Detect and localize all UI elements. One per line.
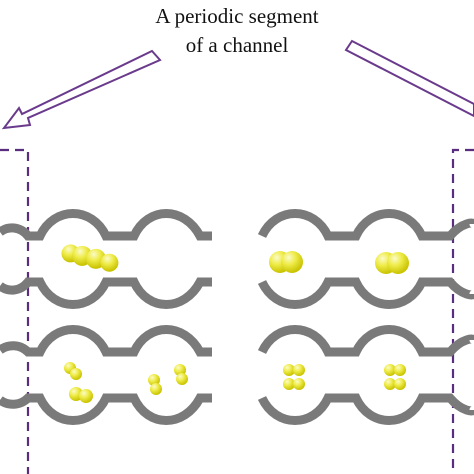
channel-walls <box>0 209 474 425</box>
annotation-line-2: of a channel <box>185 33 289 57</box>
dimer-molecule-icon <box>384 378 406 390</box>
dimer-molecule-icon <box>69 387 93 403</box>
annotation-label: A periodic segment of a channel <box>0 2 474 60</box>
dimer-molecule-icon <box>283 378 305 390</box>
hollow-arrow-icon <box>1 49 162 130</box>
segment-markers <box>0 148 474 474</box>
channel-bottom-right <box>257 325 474 425</box>
left-arrow <box>1 49 162 130</box>
dimer-molecule-icon <box>384 364 406 376</box>
dimer-molecule-icon <box>61 244 119 272</box>
channel-top-left <box>0 209 212 309</box>
dimer-molecule-icon <box>148 374 162 395</box>
molecules-top-left <box>61 244 119 272</box>
dimer-molecule-icon <box>174 364 188 385</box>
molecules-top-right <box>269 251 409 274</box>
dimer-molecule-icon <box>283 364 305 376</box>
right-arrow <box>344 39 474 118</box>
channel-bottom-left <box>0 325 212 425</box>
dimer-molecule-icon <box>269 251 303 273</box>
molecules-bottom-left <box>64 362 188 403</box>
dimer-molecule-icon <box>64 362 82 380</box>
molecules-bottom-right <box>283 364 406 390</box>
hollow-arrow-icon <box>344 39 474 118</box>
right-segment-marker <box>451 148 474 474</box>
left-segment-marker <box>0 148 30 474</box>
channel-top-right <box>257 209 474 309</box>
dimer-molecule-icon <box>375 252 409 274</box>
annotation-line-1: A periodic segment <box>155 4 319 28</box>
